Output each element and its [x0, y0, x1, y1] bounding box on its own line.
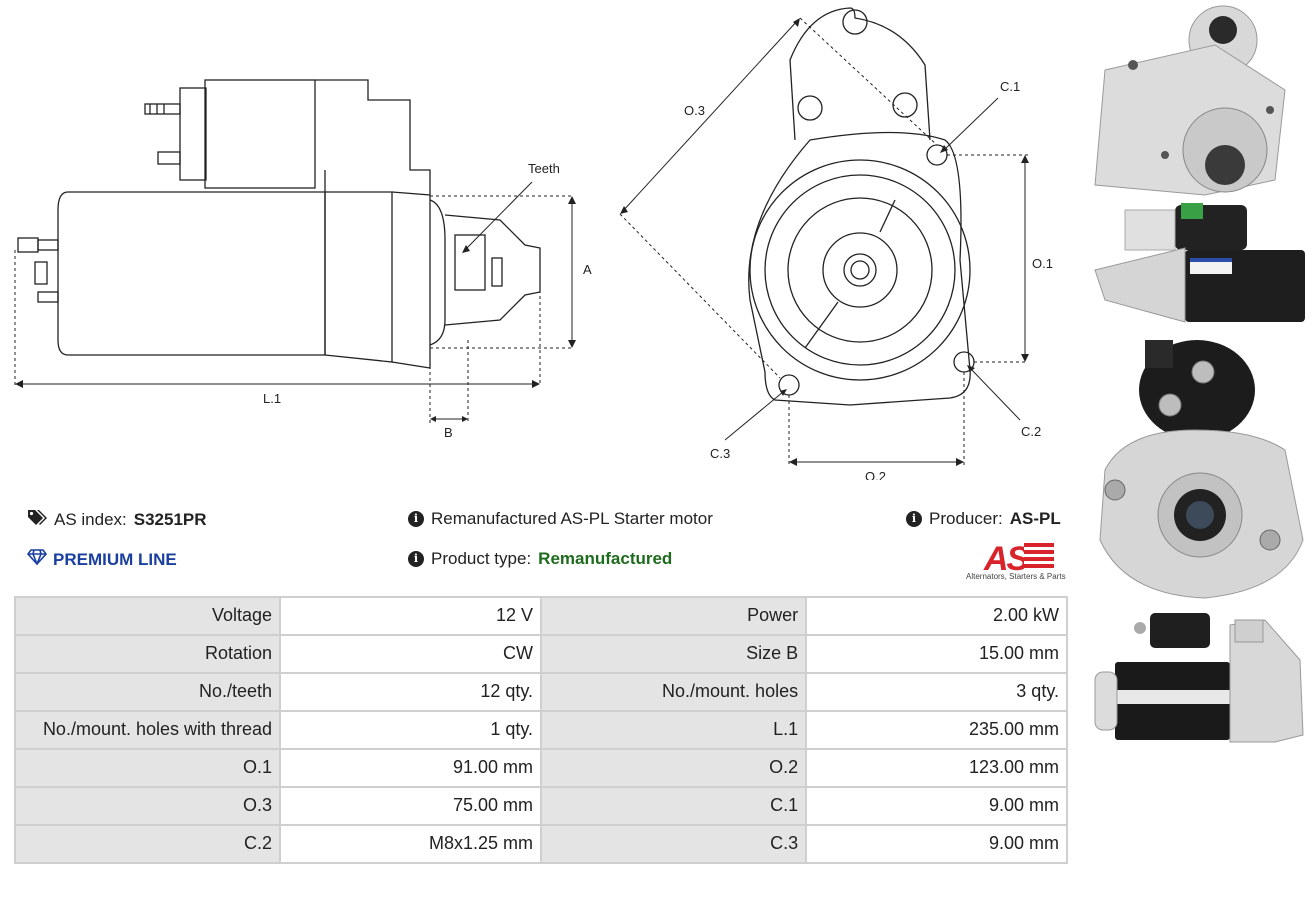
spec-label: C.1 — [540, 786, 808, 826]
label-o3: O.3 — [684, 103, 705, 118]
label-b: B — [444, 425, 453, 440]
side-view-drawing: Teeth A L.1 B — [14, 79, 592, 440]
as-index: AS index: S3251PR — [27, 509, 207, 530]
label-c3: C.3 — [710, 446, 730, 461]
info-icon: i — [408, 511, 424, 527]
logo-stripes — [1024, 543, 1054, 571]
spec-value: 3 qty. — [805, 672, 1068, 712]
photo-rear-view — [1099, 340, 1304, 599]
spec-label: No./mount. holes with thread — [13, 710, 282, 750]
spec-value: 2.00 kW — [805, 596, 1068, 636]
spec-value: 123.00 mm — [805, 748, 1068, 788]
premium-line-label: PREMIUM LINE — [53, 549, 177, 569]
spec-label: C.2 — [13, 824, 282, 864]
as-index-value: S3251PR — [133, 509, 207, 529]
description: i Remanufactured AS-PL Starter motor — [408, 509, 713, 529]
spec-label: Voltage — [13, 596, 282, 636]
spec-value: 12 qty. — [279, 672, 543, 712]
spec-label: Size B — [540, 634, 808, 674]
spec-value: CW — [279, 634, 543, 674]
product-type-label: Product type: — [431, 549, 532, 568]
spec-value: 12 V — [279, 596, 543, 636]
spec-value: 15.00 mm — [805, 634, 1068, 674]
label-o1: O.1 — [1032, 256, 1053, 271]
product-type: i Product type: Remanufactured — [408, 549, 672, 569]
photo-flange-view — [1094, 5, 1286, 196]
info-icon: i — [408, 551, 424, 567]
spec-label: No./mount. holes — [540, 672, 808, 712]
label-c1: C.1 — [1000, 79, 1020, 94]
spec-label: No./teeth — [13, 672, 282, 712]
producer-value: AS-PL — [1009, 509, 1061, 528]
spec-label: L.1 — [540, 710, 808, 750]
as-index-label: AS index: — [54, 509, 127, 529]
spec-value: 9.00 mm — [805, 824, 1068, 864]
diamond-icon — [26, 549, 48, 570]
spec-label: O.3 — [13, 786, 282, 826]
tags-icon — [27, 509, 47, 530]
logo-brand: AS — [984, 540, 1029, 578]
producer: i Producer: AS-PL — [906, 509, 1061, 529]
logo-tagline: Alternators, Starters & Parts — [966, 572, 1066, 581]
product-type-value: Remanufactured — [538, 549, 673, 568]
spec-label: O.1 — [13, 748, 282, 788]
label-c2: C.2 — [1021, 424, 1041, 439]
spec-label: C.3 — [540, 824, 808, 864]
front-view-drawing: O.3 C.1 O.1 C.2 C.3 O.2 — [619, 7, 1053, 480]
info-icon: i — [906, 511, 922, 527]
label-teeth: Teeth — [528, 161, 560, 176]
description-text: Remanufactured AS-PL Starter motor — [431, 509, 713, 528]
spec-value: M8x1.25 mm — [279, 824, 543, 864]
spec-value: 1 qty. — [279, 710, 543, 750]
spec-label: Power — [540, 596, 808, 636]
label-l1: L.1 — [263, 391, 281, 406]
label-a: A — [583, 262, 592, 277]
as-logo: AS Alternators, Starters & Parts — [962, 540, 1070, 584]
spec-label: O.2 — [540, 748, 808, 788]
spec-value: 91.00 mm — [279, 748, 543, 788]
spec-value: 9.00 mm — [805, 786, 1068, 826]
spec-label: Rotation — [13, 634, 282, 674]
producer-label: Producer: — [929, 509, 1003, 528]
spec-value: 75.00 mm — [279, 786, 543, 826]
photo-side-view — [1094, 203, 1305, 323]
product-photos — [1094, 5, 1305, 743]
premium-line-badge: PREMIUM LINE — [26, 549, 177, 570]
photo-other-side — [1094, 613, 1304, 743]
spec-value: 235.00 mm — [805, 710, 1068, 750]
label-o2: O.2 — [865, 469, 886, 480]
